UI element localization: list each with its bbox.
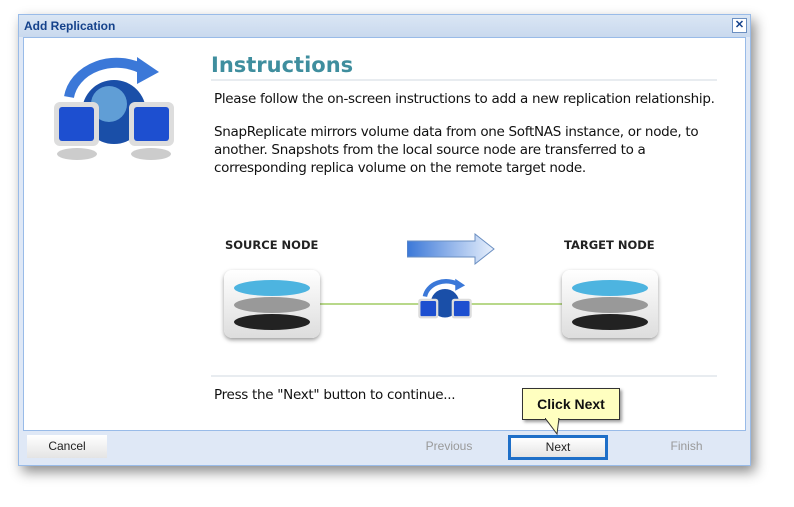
dialog-body: Instructions Please follow the on-screen… — [23, 37, 746, 431]
source-node-label: SOURCE NODE — [225, 238, 319, 252]
add-replication-dialog: Add Replication ✕ Instructions Please fo… — [18, 14, 751, 466]
cancel-button[interactable]: Cancel — [27, 435, 107, 458]
title-bar[interactable]: Add Replication ✕ — [19, 15, 750, 37]
dialog-title: Add Replication — [24, 19, 116, 33]
right-arrow-icon — [407, 233, 495, 265]
close-icon[interactable]: ✕ — [732, 18, 747, 33]
callout-pointer — [545, 418, 560, 436]
intro-text: Please follow the on-screen instructions… — [214, 91, 715, 107]
click-next-callout: Click Next — [522, 388, 620, 420]
small-replication-icon — [418, 278, 472, 319]
target-node-disks-icon — [562, 270, 658, 338]
instructions-heading: Instructions — [211, 53, 354, 77]
next-button[interactable]: Next — [508, 435, 608, 460]
previous-button[interactable]: Previous — [425, 439, 473, 453]
continue-text: Press the "Next" button to continue... — [214, 387, 456, 403]
finish-button[interactable]: Finish — [670, 439, 703, 453]
target-node-label: TARGET NODE — [564, 238, 655, 252]
divider — [211, 79, 717, 81]
replication-globe-icon — [54, 57, 174, 160]
description-text: SnapReplicate mirrors volume data from o… — [214, 124, 699, 176]
source-node-disks-icon — [224, 270, 320, 338]
dialog-footer: Cancel Previous Next Finish — [19, 430, 750, 465]
divider — [211, 375, 717, 377]
